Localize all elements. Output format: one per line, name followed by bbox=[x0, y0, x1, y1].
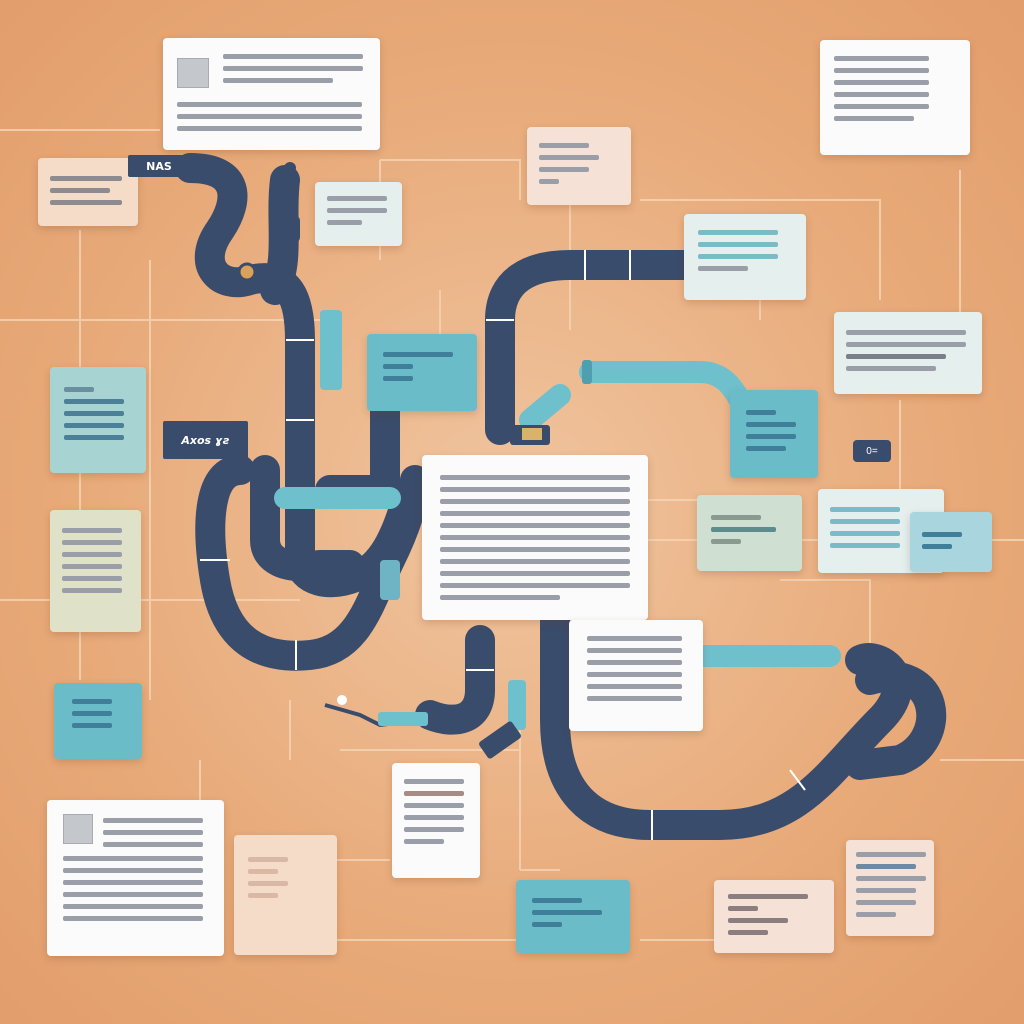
document-card[interactable] bbox=[714, 880, 834, 953]
document-card[interactable] bbox=[163, 38, 380, 150]
label-tag-suffix: ɣƨ bbox=[214, 433, 230, 447]
document-card[interactable] bbox=[50, 367, 146, 473]
document-card[interactable] bbox=[569, 620, 703, 731]
main-document-card[interactable] bbox=[422, 455, 648, 620]
document-card[interactable] bbox=[392, 763, 480, 878]
document-card[interactable] bbox=[527, 127, 631, 205]
document-card[interactable] bbox=[910, 512, 992, 572]
status-chip[interactable]: 0= bbox=[853, 440, 891, 462]
label-tag: NAS bbox=[128, 155, 190, 177]
document-card[interactable] bbox=[834, 312, 982, 394]
document-card[interactable] bbox=[50, 510, 141, 632]
document-thumbnail bbox=[177, 58, 209, 88]
document-card[interactable] bbox=[846, 840, 934, 936]
document-card[interactable] bbox=[234, 835, 337, 955]
label-tag-text: Axos bbox=[181, 433, 212, 447]
document-card[interactable] bbox=[516, 880, 630, 953]
document-card[interactable] bbox=[730, 390, 818, 478]
valve-icon bbox=[237, 162, 550, 759]
document-card[interactable] bbox=[697, 495, 802, 571]
document-card[interactable] bbox=[684, 214, 806, 300]
document-card[interactable] bbox=[820, 40, 970, 155]
document-card[interactable] bbox=[38, 158, 138, 226]
document-card[interactable] bbox=[54, 683, 142, 759]
label-tag: Axos ɣƨ bbox=[163, 421, 248, 459]
document-card[interactable] bbox=[315, 182, 402, 246]
blue-pipe-ends bbox=[320, 310, 592, 730]
document-thumbnail bbox=[63, 814, 93, 844]
document-card[interactable] bbox=[367, 334, 477, 411]
document-card[interactable] bbox=[47, 800, 224, 956]
